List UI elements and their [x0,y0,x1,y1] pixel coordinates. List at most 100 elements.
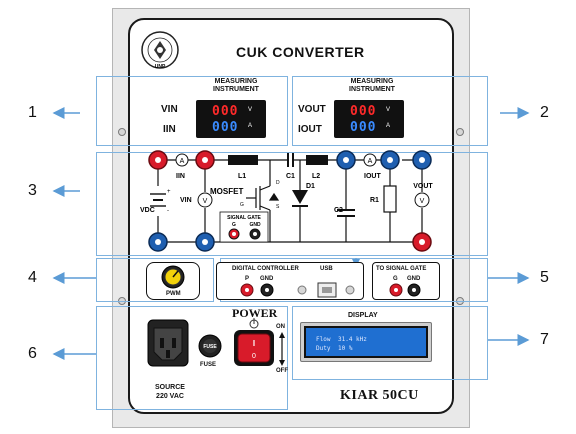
inductor-l1 [228,155,258,165]
terminal-iout-blue[interactable] [336,150,356,170]
label-mosfet-g: G [240,202,244,208]
to-signal-gate-title: TO SIGNAL GATE [376,266,427,272]
dc-source-symbol: + - [150,186,171,216]
panel-title: CUK CONVERTER [236,44,365,60]
capacitor-c1 [287,153,294,167]
label-l2: L2 [312,173,320,180]
label-r1: R1 [370,197,379,204]
terminal-iin-red[interactable] [148,150,168,170]
signal-gate-title: SIGNAL GATE [227,215,261,221]
to-signal-gate-gnd-label: GND [407,276,421,282]
pwm-knob[interactable] [158,264,188,290]
label-mosfet-d: D [276,180,280,186]
signal-gate-box [219,211,269,243]
lcd-row2-label: Duty [316,345,331,352]
meter-right-current: 000 [350,120,377,135]
capacitor-c2 [337,209,355,217]
power-switch[interactable]: I 0 [234,330,274,366]
meter-left-label-vin: VIN [161,104,178,115]
arrow-up-icon [279,332,285,338]
label-vout: VOUT [413,183,433,190]
meter-left-title: MEASURING INSTRUMENT [213,78,259,93]
callout-box-2 [292,76,488,146]
power-switch-on-mark: I [253,339,255,348]
digital-controller-terminals [240,282,355,298]
ammeter-iout-letter: A [368,158,373,165]
callout-number-5: 5 [540,269,549,286]
pwm-label: PWM [166,291,181,297]
label-c1: C1 [286,173,295,180]
label-d1: D1 [306,183,315,190]
signal-gate-g-label: G [232,222,236,228]
terminal-vdc-blue[interactable] [148,232,168,252]
meter-right-title: MEASURING INSTRUMENT [349,78,395,93]
resistor-r1 [383,185,397,213]
screw [297,285,307,295]
callout-number-4: 4 [28,269,37,286]
meter-right-current-unit: A [386,123,391,129]
lcd-row2-value: 10 % [338,345,353,352]
lcd-row1-label: Flow [316,336,331,343]
university-logo: UNP [141,31,179,70]
terminal-vin-red[interactable] [195,150,215,170]
meter-left-current: 000 [212,120,239,135]
usb-label: USB [320,266,333,272]
label-iin: IIN [176,173,185,180]
power-components: FUSE I 0 [147,318,285,367]
terminal-vin-blue[interactable] [195,232,215,252]
power-icon [249,318,259,329]
voltmeter-vout-letter: V [420,198,425,205]
signal-gate-gnd-label: GND [249,222,261,228]
power-off-label: OFF [276,368,288,374]
digital-controller-gnd-terminal[interactable] [260,283,274,297]
source-label: SOURCE [155,384,185,391]
usb-port[interactable] [317,282,337,298]
digital-controller-panel [216,262,364,300]
callout-number-3: 3 [28,182,37,199]
label-mosfet-s: S [276,204,280,210]
label-l1: L1 [238,173,246,180]
source-voltage: 220 VAC [156,393,184,400]
callout-number-7: 7 [540,331,549,348]
label-vin: VIN [180,197,192,204]
to-signal-gate-g-label: G [393,276,398,282]
to-signal-gate-g-terminal[interactable] [389,283,403,297]
label-iout: IOUT [364,173,381,180]
meter-right-voltage: 000 [350,104,377,119]
to-signal-gate-gnd-terminal[interactable] [407,283,421,297]
terminal-hole [253,232,257,236]
dc-plus: + [167,189,171,195]
screw [118,128,126,136]
meter-left-label-iin: IIN [163,124,176,135]
logo-abbr: UNP [155,64,166,70]
inductor-l2 [306,155,328,165]
fuse-cap-label: FUSE [203,344,217,350]
meter-right-label-iout: IOUT [298,124,322,135]
callout-box-4 [96,258,214,302]
callout-box-6 [96,306,288,410]
meter-right-display: 000 V 000 A [334,100,404,138]
meter-left-voltage-unit: V [248,107,253,113]
power-title: POWER [232,306,278,320]
terminal-vout-blue[interactable] [412,150,432,170]
ammeter-iout [363,153,377,167]
digital-controller-p-terminal[interactable] [240,283,254,297]
terminal-vout-red[interactable] [412,232,432,252]
fuse-holder[interactable]: FUSE [198,334,222,358]
lcd-screen: Flow 31.4 kHz Duty 10 % [304,326,428,358]
digital-controller-gnd-label: GND [260,276,274,282]
callout-box-7 [292,306,488,380]
ammeter-iin-letter: A [180,158,185,165]
arrow-down-icon [279,360,285,366]
meter-right-voltage-unit: V [386,107,391,113]
iec-power-inlet[interactable] [147,319,189,367]
to-signal-gate-panel [372,262,440,300]
model-label: KIAR 50CU [340,388,419,403]
screw [456,128,464,136]
label-vdc: VDC [140,207,155,214]
label-c2: C2 [334,207,343,214]
fuse-label: FUSE [200,362,217,368]
digital-controller-p-label: P [245,276,250,282]
terminal-r1-blue[interactable] [380,150,400,170]
